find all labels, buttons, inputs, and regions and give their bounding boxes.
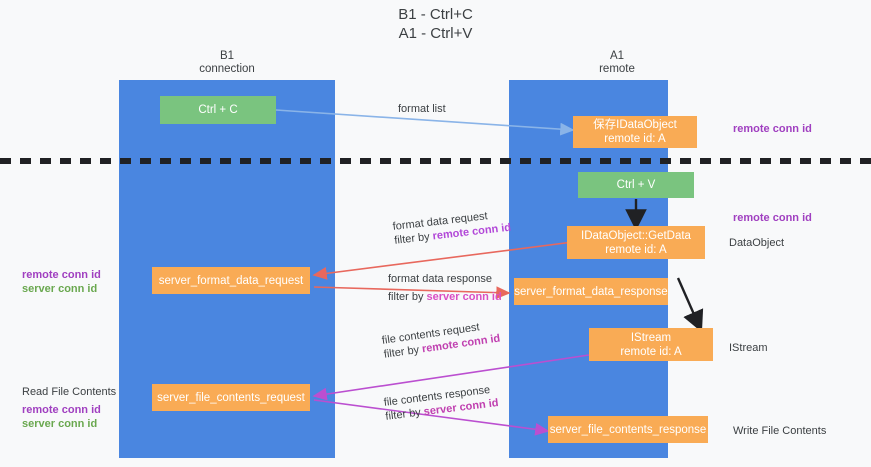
diagram-title: B1 - Ctrl+C A1 - Ctrl+V bbox=[398, 6, 473, 42]
node-ctrl-c[interactable]: Ctrl + C bbox=[160, 96, 276, 124]
edge-label-format-list: format list bbox=[398, 103, 446, 115]
arrow-format-data-request bbox=[312, 241, 574, 280]
node-server-format-data-request[interactable]: server_format_data_request bbox=[152, 267, 310, 294]
arrow-file-contents-response bbox=[313, 399, 550, 436]
column-header-b1: B1 connection bbox=[199, 50, 255, 75]
annotation-write-file-contents: Write File Contents bbox=[733, 425, 827, 437]
arrow-format-data-response bbox=[313, 286, 511, 300]
node-ctrl-v[interactable]: Ctrl + V bbox=[578, 172, 694, 198]
node-save-idataobject[interactable]: 保存IDataObject remote id: A bbox=[573, 116, 697, 148]
arrow-format-list bbox=[275, 109, 575, 136]
annotation-dataobject: DataObject bbox=[729, 237, 785, 249]
edge-filter-value: server conn id bbox=[426, 291, 502, 303]
annotation-left-remote-conn-2: remote conn id bbox=[22, 404, 101, 416]
column-header-a1: A1 remote bbox=[599, 50, 635, 75]
arrow-response-to-istream bbox=[676, 277, 704, 333]
edge-filter-prefix: filter by bbox=[388, 291, 427, 303]
node-istream[interactable]: IStream remote id: A bbox=[589, 328, 713, 361]
annotation-left-remote-conn: remote conn id bbox=[22, 269, 101, 281]
arrow-file-contents-request bbox=[312, 354, 590, 401]
node-idataobject-getdata[interactable]: IDataObject::GetData remote id: A bbox=[567, 226, 705, 259]
annotation-left-server-conn-2: server conn id bbox=[22, 418, 98, 430]
annotation-left-server-conn: server conn id bbox=[22, 283, 98, 295]
edge-filter-line: filter by server conn id bbox=[388, 290, 502, 304]
annotation-right-mid-conn: remote conn id bbox=[733, 212, 812, 224]
node-server-format-data-response[interactable]: server_format_data_response bbox=[514, 278, 668, 305]
node-server-file-contents-response[interactable]: server_file_contents_response bbox=[548, 416, 708, 443]
node-server-file-contents-request[interactable]: server_file_contents_request bbox=[152, 384, 310, 411]
annotation-right-top-conn: remote conn id bbox=[733, 123, 812, 135]
edge-label-text: format data response bbox=[388, 273, 492, 285]
annotation-istream: IStream bbox=[729, 342, 768, 354]
edge-label-format-data-response: format data response filter by server co… bbox=[388, 272, 502, 304]
annotation-read-file-contents: Read File Contents bbox=[22, 386, 117, 398]
